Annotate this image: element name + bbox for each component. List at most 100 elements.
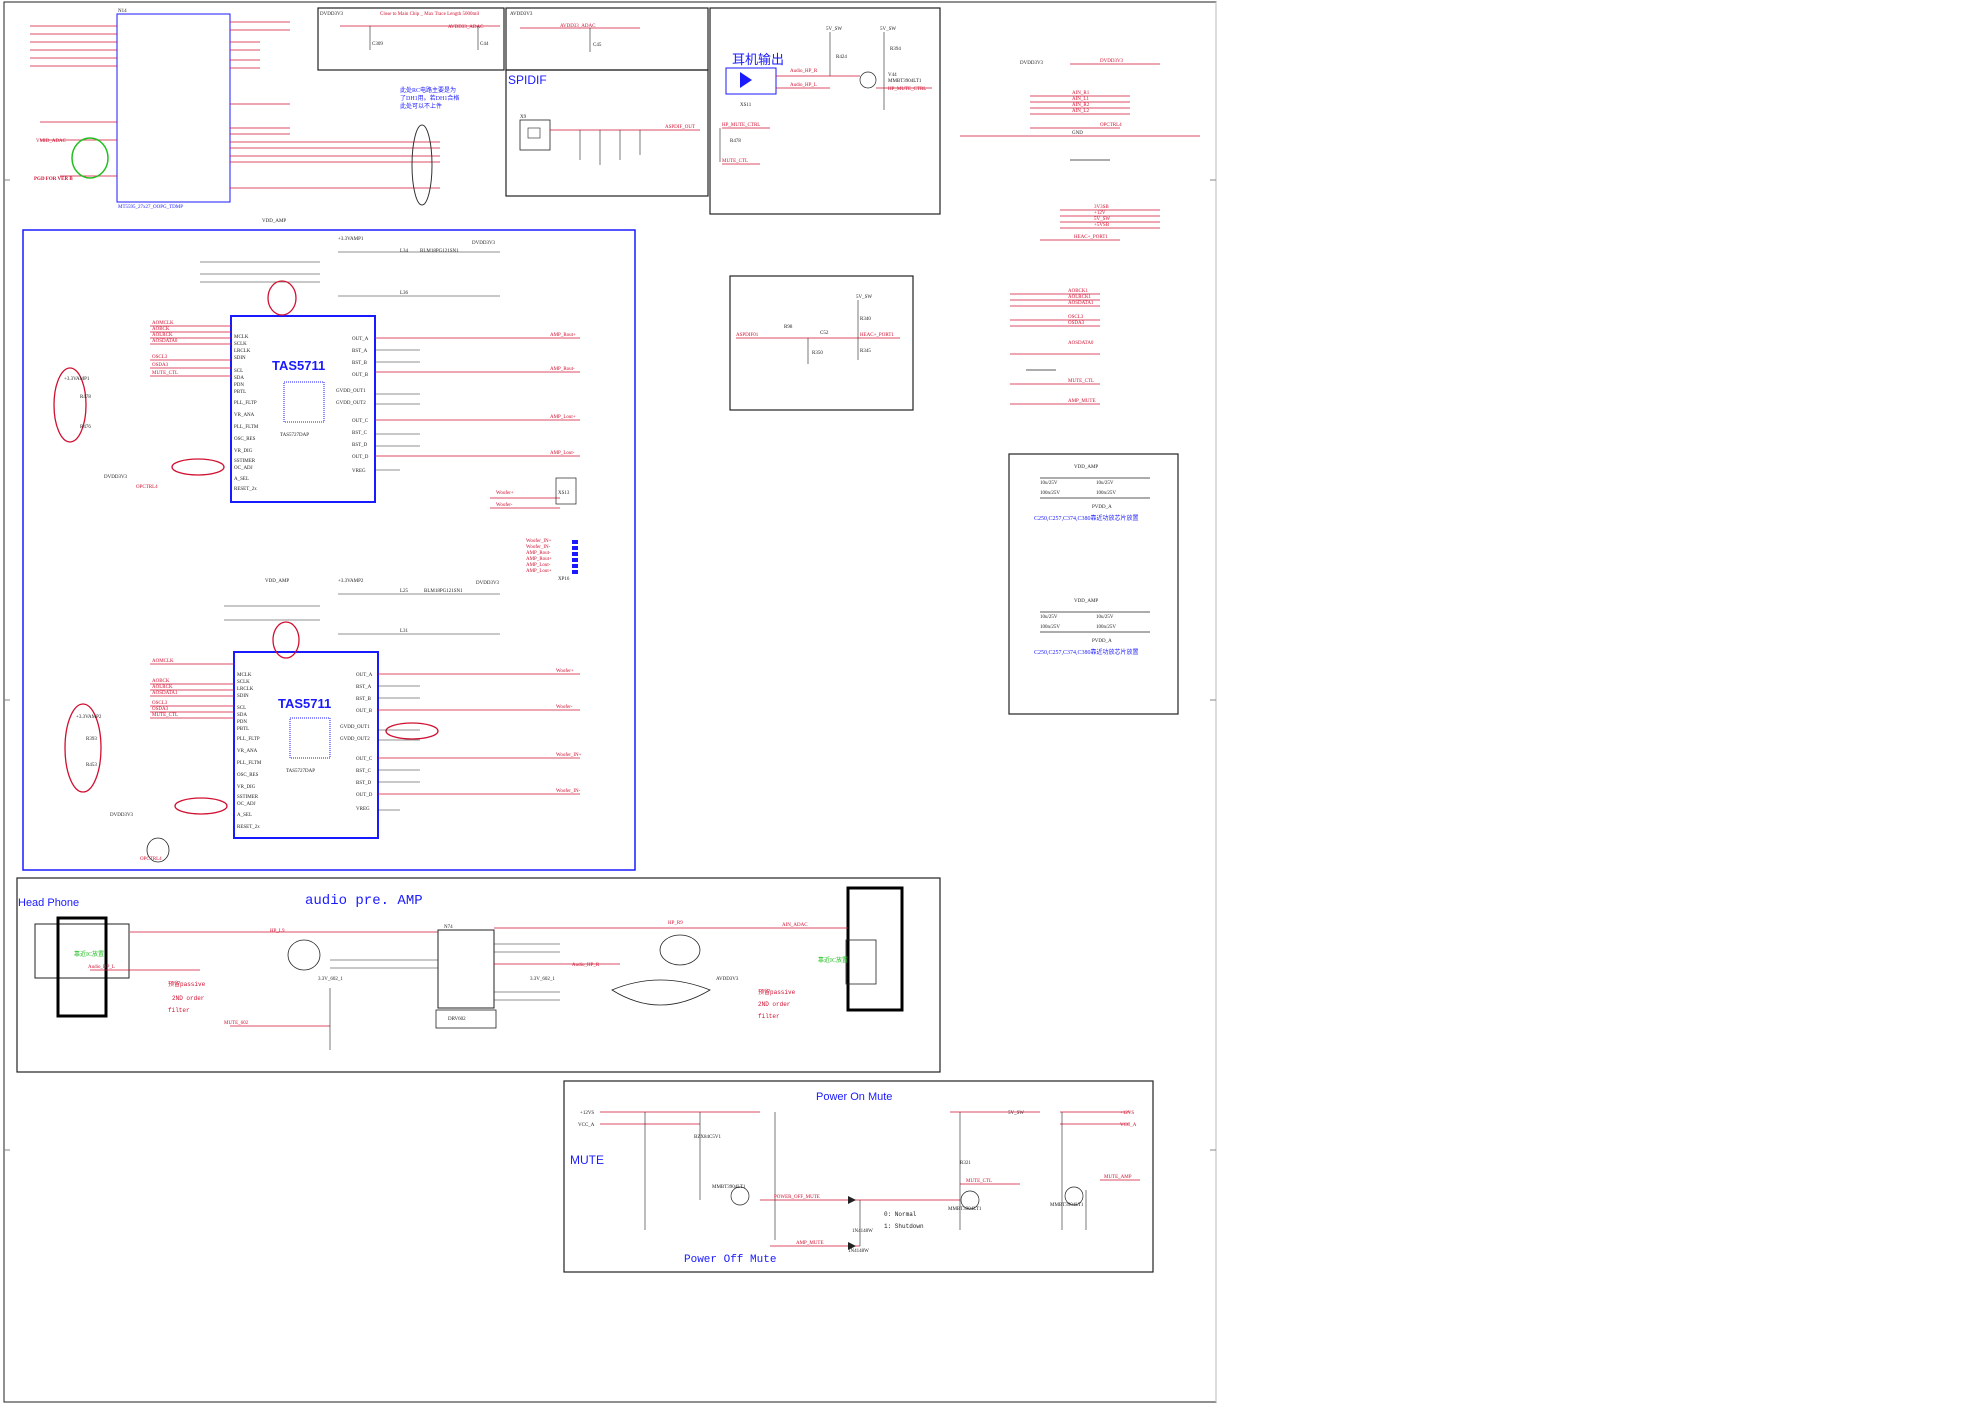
svg-text:L34: L34 bbox=[400, 249, 409, 254]
svg-text:GVDD_OUT1: GVDD_OUT1 bbox=[336, 389, 366, 394]
svg-text:MUTE_CTL: MUTE_CTL bbox=[966, 1179, 992, 1184]
svg-text:AIN_L2: AIN_L2 bbox=[1072, 109, 1089, 114]
svg-text:MMBT3904LT1: MMBT3904LT1 bbox=[948, 1207, 982, 1212]
svg-text:AVDD3V3: AVDD3V3 bbox=[510, 12, 533, 17]
svg-text:2ND order: 2ND order bbox=[172, 995, 205, 1002]
power-on-mute-title: Power On Mute bbox=[816, 1091, 892, 1103]
svg-text:C309: C309 bbox=[372, 42, 383, 47]
svg-text:MMBT3904LT1: MMBT3904LT1 bbox=[1050, 1203, 1084, 1208]
svg-text:SDA: SDA bbox=[234, 376, 244, 381]
svg-text:1N4148W: 1N4148W bbox=[848, 1249, 869, 1254]
svg-text:MUTE_CTL: MUTE_CTL bbox=[152, 371, 178, 376]
sheet-border bbox=[3, 1, 1217, 1403]
pgd-note: PGD FOR VER B bbox=[34, 177, 73, 182]
svg-text:SSTIMER: SSTIMER bbox=[237, 795, 259, 800]
svg-text:OSDA3: OSDA3 bbox=[152, 363, 169, 368]
decap-block: VDD_AMP 10u/25V 100n/25V 10u/25V 100n/25… bbox=[1008, 453, 1179, 715]
svg-text:R476: R476 bbox=[80, 425, 91, 430]
svg-text:BLM18PG121SN1: BLM18PG121SN1 bbox=[424, 589, 463, 594]
svg-text:Close to Main Chip _ Max Trace: Close to Main Chip _ Max Trace Length 50… bbox=[380, 12, 480, 17]
svg-text:HP_MUTE_CTRL: HP_MUTE_CTRL bbox=[888, 87, 926, 92]
svg-text:Woofer+: Woofer+ bbox=[556, 669, 574, 674]
svg-text:R478: R478 bbox=[80, 395, 91, 400]
svg-text:1N4148W: 1N4148W bbox=[852, 1229, 873, 1234]
svg-text:5V_SW: 5V_SW bbox=[880, 27, 896, 32]
svg-text:VDD_AMP: VDD_AMP bbox=[1074, 599, 1098, 604]
svg-text:AMP_Lout+: AMP_Lout+ bbox=[550, 415, 576, 420]
svg-text:AMP_Lout+: AMP_Lout+ bbox=[526, 569, 552, 574]
note-cn-1: 此处RC电路主要是为 bbox=[400, 86, 456, 94]
svg-text:BST_B: BST_B bbox=[352, 361, 368, 366]
svg-text:VCC_A: VCC_A bbox=[578, 1123, 595, 1128]
svg-text:5V_SW: 5V_SW bbox=[826, 27, 842, 32]
svg-text:Audio_HP_L: Audio_HP_L bbox=[88, 965, 115, 970]
svg-text:DVDD3V3: DVDD3V3 bbox=[476, 581, 500, 586]
svg-text:MUTE_CTL: MUTE_CTL bbox=[152, 713, 178, 718]
svg-text:AOSDATA1: AOSDATA1 bbox=[152, 691, 178, 696]
amp1-chip bbox=[230, 315, 376, 503]
svg-text:BST_A: BST_A bbox=[352, 349, 368, 354]
svg-text:GVDD_OUT1: GVDD_OUT1 bbox=[340, 725, 370, 730]
svg-text:VR_DIG: VR_DIG bbox=[234, 449, 253, 454]
svg-text:Woofer_IN-: Woofer_IN- bbox=[556, 789, 581, 794]
svg-text:BST_B: BST_B bbox=[356, 697, 372, 702]
svg-text:R453: R453 bbox=[86, 763, 97, 768]
svg-text:DVDD3V3: DVDD3V3 bbox=[472, 241, 496, 246]
svg-text:SDIN: SDIN bbox=[234, 356, 246, 361]
svg-text:DVDD3V3: DVDD3V3 bbox=[320, 12, 344, 17]
svg-text:OSCL3: OSCL3 bbox=[152, 355, 168, 360]
svg-text:Woofer_IN+: Woofer_IN+ bbox=[526, 539, 552, 544]
svg-text:AOBCK: AOBCK bbox=[152, 327, 170, 332]
svg-text:5V_SW: 5V_SW bbox=[1094, 217, 1110, 222]
preamp-title: audio pre. AMP bbox=[305, 893, 423, 909]
svg-text:BST_C: BST_C bbox=[356, 769, 372, 774]
svg-text:AVDD33_ADAC: AVDD33_ADAC bbox=[560, 24, 596, 29]
svg-text:POWER_OFF_MUTE: POWER_OFF_MUTE bbox=[774, 1195, 820, 1200]
border-ticks bbox=[4, 179, 1216, 1151]
svg-text:BST_A: BST_A bbox=[356, 685, 372, 690]
svg-text:TAS5727DAP: TAS5727DAP bbox=[286, 769, 315, 774]
codec-block: N14 MT5595_27x27_OOPG_TDMP VMID_ADAC PGD… bbox=[30, 9, 459, 210]
svg-text:SCLK: SCLK bbox=[234, 342, 247, 347]
svg-text:R350: R350 bbox=[812, 351, 823, 356]
svg-text:XS13: XS13 bbox=[558, 491, 570, 496]
svg-text:DVDD3V3: DVDD3V3 bbox=[1020, 61, 1044, 66]
pgd-highlight bbox=[71, 137, 109, 179]
svg-text:PVDD_A: PVDD_A bbox=[1092, 639, 1112, 644]
svg-text:AOBCK1: AOBCK1 bbox=[1068, 289, 1089, 294]
svg-text:OUT_A: OUT_A bbox=[352, 337, 369, 342]
svg-text:AOMCLK: AOMCLK bbox=[152, 321, 174, 326]
svg-text:PLL_FLTM: PLL_FLTM bbox=[234, 425, 259, 430]
svg-text:L31: L31 bbox=[400, 629, 409, 634]
svg-text:Audio_HP_R: Audio_HP_R bbox=[790, 69, 818, 74]
svg-text:OUT_C: OUT_C bbox=[356, 757, 373, 762]
svg-text:HP_MUTE_CTRL: HP_MUTE_CTRL bbox=[722, 123, 760, 128]
hp-out-block: 耳机输出 XS11 5V_SW 5V_SW Audio_HP_R Audio_H… bbox=[709, 7, 941, 215]
amp2-part: TAS5711 bbox=[278, 696, 331, 711]
svg-text:预留passive: 预留passive bbox=[758, 988, 796, 996]
preamp-block: Head Phone audio pre. AMP 靠近IC放置 靠近IC放置 … bbox=[16, 877, 941, 1073]
svg-text:5V_SW: 5V_SW bbox=[856, 295, 872, 300]
svg-text:LRCLK: LRCLK bbox=[234, 349, 251, 354]
heac-block: ASPDIF01 R98 C52 5V_SW R350 R340 R345 HE… bbox=[729, 275, 914, 411]
svg-text:BST_C: BST_C bbox=[352, 431, 368, 436]
svg-text:A_SEL: A_SEL bbox=[237, 813, 252, 818]
svg-text:AIN_R1: AIN_R1 bbox=[1072, 91, 1090, 96]
svg-text:OUT_D: OUT_D bbox=[356, 793, 373, 798]
svg-text:Woofer-: Woofer- bbox=[556, 705, 573, 710]
svg-text:+12VS: +12VS bbox=[580, 1111, 594, 1116]
svg-text:AMP_Lout-: AMP_Lout- bbox=[526, 563, 551, 568]
svg-text:BLM18PG121SN1: BLM18PG121SN1 bbox=[420, 249, 459, 254]
svg-text:靠近IC放置: 靠近IC放置 bbox=[74, 950, 104, 958]
svg-text:2ND order: 2ND order bbox=[758, 1001, 791, 1008]
svg-text:VDD_AMP: VDD_AMP bbox=[1074, 465, 1098, 470]
svg-text:VR_ANA: VR_ANA bbox=[234, 413, 255, 418]
svg-text:OPCTRL4: OPCTRL4 bbox=[136, 485, 158, 490]
svg-text:OUT_B: OUT_B bbox=[352, 373, 369, 378]
vmid-label: VMID_ADAC bbox=[36, 139, 67, 144]
svg-text:C44: C44 bbox=[480, 42, 489, 47]
svg-text:10u/25V: 10u/25V bbox=[1096, 615, 1114, 620]
svg-text:DVDD3V3: DVDD3V3 bbox=[104, 475, 128, 480]
svg-text:TAS5727DAP: TAS5727DAP bbox=[280, 433, 309, 438]
svg-text:PDN: PDN bbox=[234, 383, 244, 388]
